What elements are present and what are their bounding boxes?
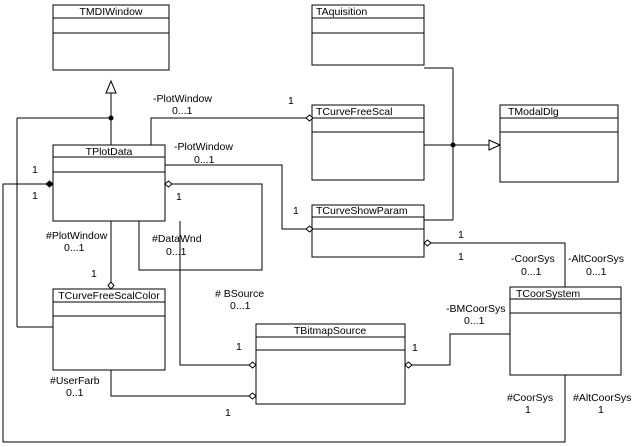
- class-tmodaldlg-name: TModalDlg: [508, 106, 559, 118]
- aggregation-diamond: [248, 361, 257, 369]
- label-bmcoorsys-role: -BMCoorSys: [446, 303, 506, 315]
- class-taquisition[interactable]: TAquisition: [311, 4, 425, 66]
- aggregation-diamond: [305, 114, 314, 122]
- label-multiplicity: 1: [176, 191, 182, 203]
- aggregation-diamond: [107, 281, 115, 290]
- junction-dot: [108, 115, 114, 121]
- label-plotwindow-role: -PlotWindow: [174, 141, 233, 153]
- label-coorsys-role: -CoorSys: [511, 253, 555, 265]
- class-tplotdata[interactable]: TPlotData: [52, 144, 166, 222]
- class-taquisition-name: TAquisition: [316, 6, 367, 18]
- association-bitmapsource-coorsystem: [404, 333, 510, 369]
- label-multiplicity: 1: [32, 164, 38, 176]
- label-plotwindow-role: -PlotWindow: [153, 93, 212, 105]
- label-coorsys-mult: 1: [525, 404, 531, 416]
- aggregation-diamond: [423, 239, 432, 247]
- aggregation-diamond: [248, 392, 257, 400]
- aggregation-diamond: [305, 225, 314, 233]
- label-multiplicity: 1: [458, 229, 464, 241]
- class-tmodaldlg[interactable]: TModalDlg: [499, 104, 619, 183]
- label-multiplicity: 1: [288, 95, 294, 107]
- association-showparam-coorsystem: [423, 239, 566, 287]
- class-tcoorsystem[interactable]: TCoorSystem: [509, 286, 622, 376]
- label-bsource-mult: 0...1: [230, 300, 251, 312]
- label-datawnd-role: #DataWnd: [152, 233, 202, 245]
- label-multiplicity: 1: [236, 341, 242, 353]
- association-labels: -PlotWindow 0...1 1 -PlotWindow 0...1 1 …: [32, 93, 631, 419]
- association-userfarb: [110, 370, 257, 400]
- inheritance-arrowhead: [488, 139, 502, 151]
- class-tbitmapsource[interactable]: TBitmapSource: [255, 323, 406, 405]
- label-bmcoorsys-mult: 0...1: [464, 315, 485, 327]
- junction-dot: [450, 142, 456, 148]
- class-tbitmapsource-name: TBitmapSource: [294, 325, 367, 337]
- class-tcurvefreescalcolor-name: TCurveFreeScalColor: [58, 290, 160, 302]
- association-plotdata-curvefreescalcolor: [107, 221, 115, 290]
- inheritance-to-tmodaldlg: [424, 67, 502, 221]
- label-multiplicity: 1: [225, 407, 231, 419]
- label-multiplicity: 1: [91, 268, 97, 280]
- class-tcurveshowparam-name: TCurveShowParam: [316, 205, 408, 217]
- inheritance-arrowhead: [105, 79, 117, 94]
- label-multiplicity: 1: [458, 251, 464, 263]
- class-tcurvefreescalcolor[interactable]: TCurveFreeScalColor: [52, 288, 166, 371]
- aggregation-diamond: [404, 361, 413, 369]
- label-multiplicity: 1: [412, 342, 418, 354]
- association-plotdata-curvefreescal: [150, 114, 314, 145]
- label-datawnd-mult: 0...1: [166, 246, 187, 258]
- label-coorsys-mult: 0...1: [521, 266, 542, 278]
- label-multiplicity: 1: [293, 205, 299, 217]
- label-plotwindow-mult: 0...1: [64, 242, 85, 254]
- composition-plotdata-coorsystem: [2, 180, 566, 443]
- class-tcoorsystem-name: TCoorSystem: [516, 288, 580, 300]
- label-userfarb-role: #UserFarb: [50, 375, 100, 387]
- label-plotwindow-mult: 0...1: [172, 105, 193, 117]
- class-tcurveshowparam[interactable]: TCurveShowParam: [311, 204, 425, 258]
- label-plotwindow-mult: 0...1: [194, 154, 215, 166]
- class-tcurvefreescal-name: TCurveFreeScal: [316, 106, 392, 118]
- label-plotwindow-role: #PlotWindow: [46, 230, 108, 242]
- label-userfarb-mult: 0..1: [66, 387, 84, 399]
- label-multiplicity: 1: [32, 190, 38, 202]
- association-plotdata-curveshowparam: [165, 164, 314, 233]
- label-coorsys-role: #CoorSys: [507, 392, 553, 404]
- association-plotdata-bitmapsource: [138, 180, 263, 271]
- inheritance-to-tmdiwindow: [16, 79, 117, 328]
- class-tplotdata-name: TPlotData: [86, 146, 133, 158]
- label-altcoorsys-role: #AltCoorSys: [573, 392, 631, 404]
- label-altcoorsys-role: -AltCoorSys: [568, 253, 624, 265]
- class-tmdiwindow-name: TMDIWindow: [79, 6, 142, 18]
- label-bsource-role: # BSource: [215, 288, 264, 300]
- class-tmdiwindow[interactable]: TMDIWindow: [52, 4, 170, 71]
- composition-diamond: [45, 180, 54, 188]
- label-altcoorsys-mult: 1: [598, 404, 604, 416]
- label-altcoorsys-mult: 0...1: [586, 266, 607, 278]
- aggregation-diamond: [164, 180, 173, 188]
- class-tcurvefreescal[interactable]: TCurveFreeScal: [311, 104, 425, 181]
- association-datawnd: [179, 221, 257, 369]
